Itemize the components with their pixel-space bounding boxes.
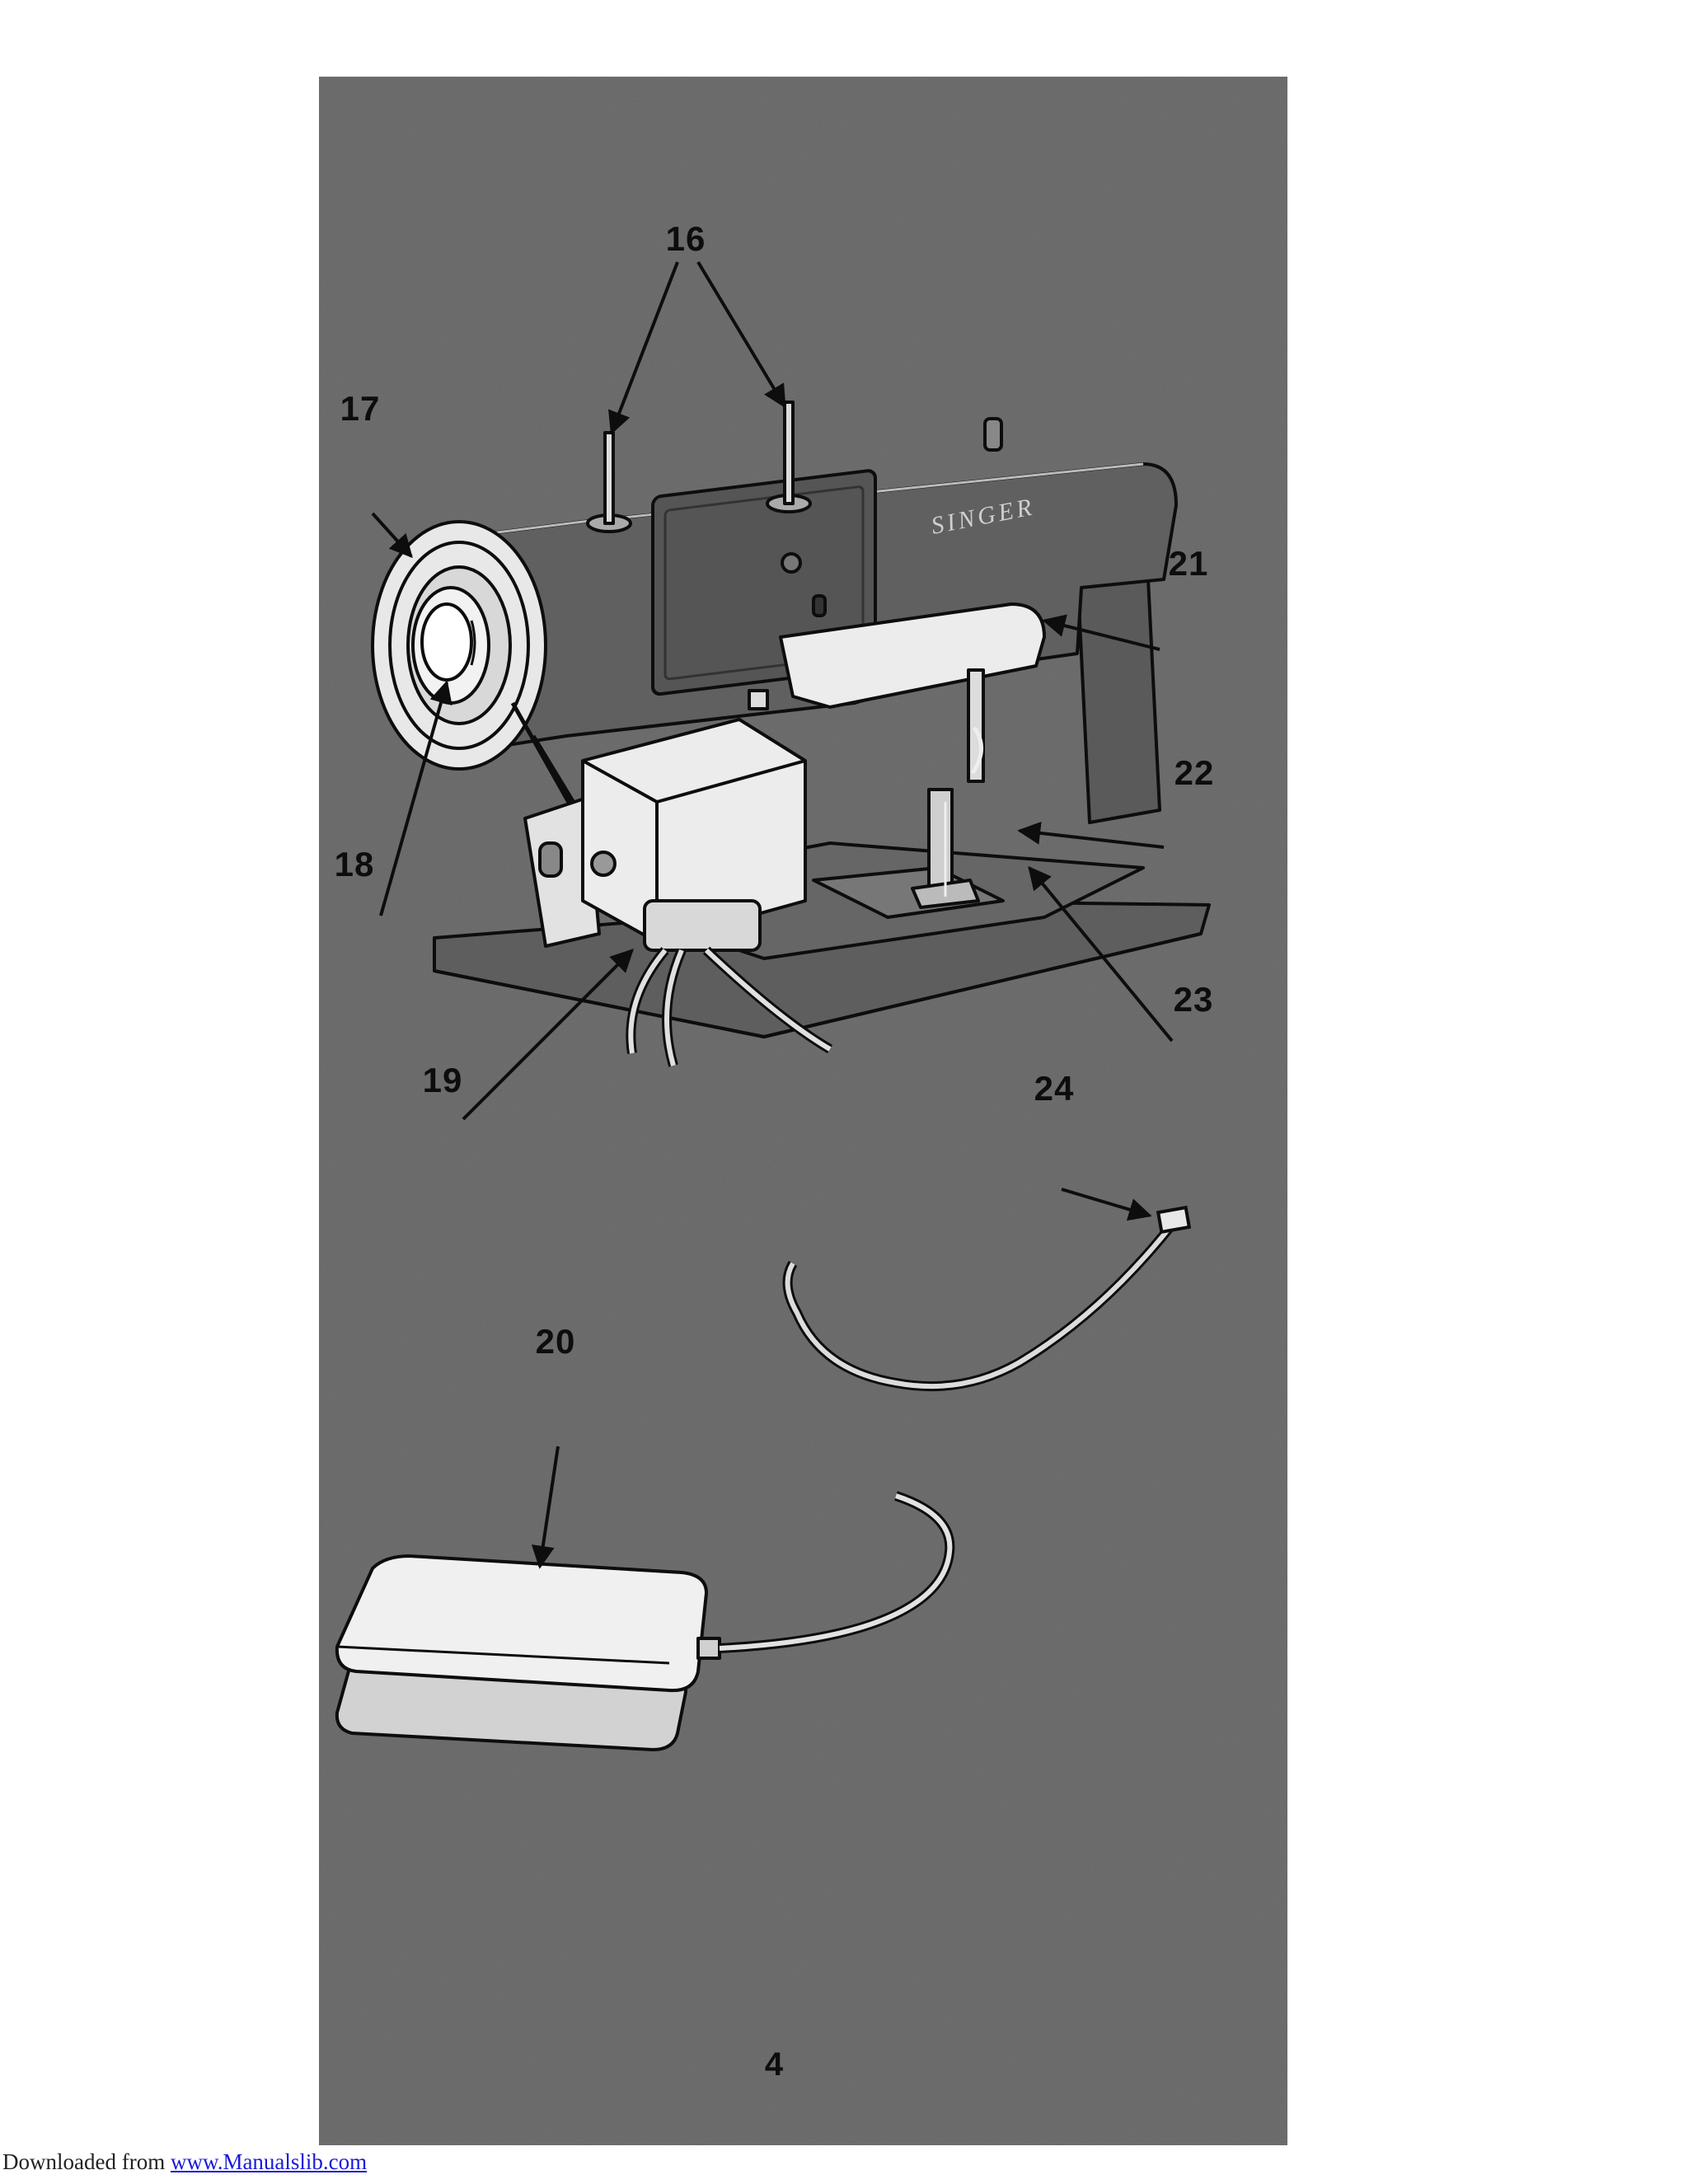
stitch-knob — [420, 602, 473, 682]
callout-24: 24 — [1034, 1069, 1075, 1108]
page-number: 4 — [764, 2046, 784, 2083]
leader-21 — [1042, 614, 1160, 651]
footer-prefix: Downloaded from — [2, 2149, 171, 2174]
plug-cord — [782, 1205, 1192, 1392]
leader-24 — [1061, 1188, 1152, 1221]
needle-assembly — [911, 668, 985, 909]
plug-connector — [1156, 1205, 1192, 1235]
panel-knob — [781, 552, 802, 574]
manualslib-link[interactable]: www.Manualslib.com — [170, 2149, 368, 2174]
sewing-machine-illustration: SINGER — [319, 77, 1287, 2145]
callout-17: 17 — [340, 389, 381, 428]
callout-19: 19 — [422, 1061, 463, 1099]
machine-pillar — [1076, 561, 1161, 824]
leader-19 — [462, 949, 634, 1121]
leader-17 — [371, 512, 413, 559]
leader-23 — [1028, 865, 1174, 1043]
leader-20 — [531, 1446, 560, 1569]
top-knob — [983, 417, 1003, 452]
callout-21: 21 — [1168, 544, 1209, 583]
leader-lines — [371, 260, 1174, 1569]
callout-23: 23 — [1173, 980, 1214, 1019]
callout-20: 20 — [535, 1322, 576, 1361]
footer-download-note: Downloaded from www.Manualslib.com — [2, 2149, 367, 2175]
handwheel — [371, 520, 547, 771]
callout-18: 18 — [334, 845, 375, 883]
motor-bracket — [523, 796, 601, 948]
gray-background — [319, 77, 1287, 2145]
leader-22 — [1017, 821, 1165, 849]
leader-16a — [608, 261, 679, 435]
leader-16b — [696, 260, 786, 409]
motor — [581, 718, 807, 952]
callout-16: 16 — [665, 219, 706, 258]
manual-page: SINGER — [319, 77, 1287, 2145]
spool-pins — [586, 401, 812, 533]
callout-22: 22 — [1174, 753, 1215, 792]
leader-18 — [379, 680, 452, 916]
sewing-machine: SINGER — [371, 401, 1211, 1067]
foot-controller — [335, 1491, 955, 1751]
